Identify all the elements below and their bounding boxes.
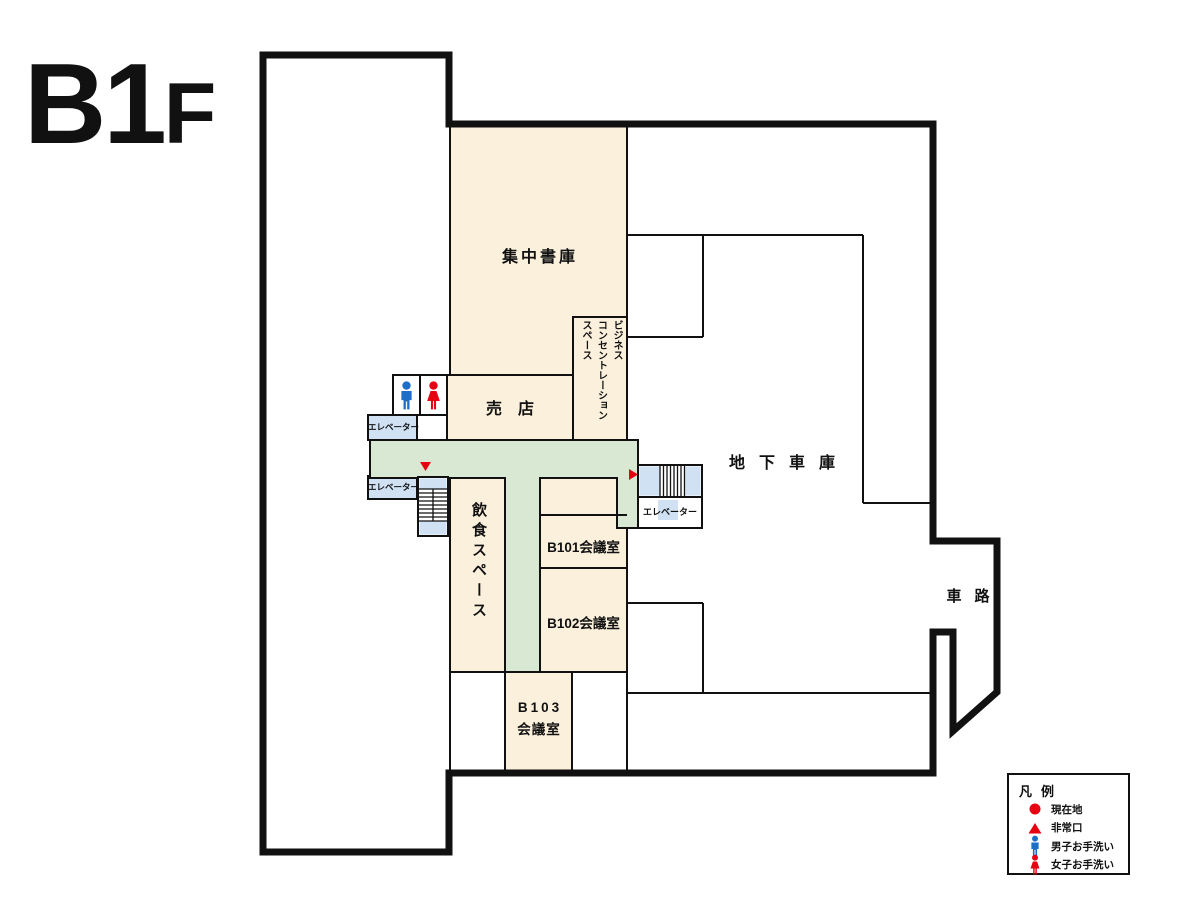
legend-item-label: 女子お手洗い bbox=[1051, 859, 1114, 872]
womens-restroom-icon bbox=[1019, 854, 1051, 876]
current-location-icon bbox=[1019, 801, 1051, 817]
elevator-west-upper-label: エレベーター bbox=[368, 422, 420, 432]
room-garage-label: 地下車庫 bbox=[728, 455, 849, 472]
building-outline bbox=[259, 51, 1001, 856]
bcs-label-line3: スペース bbox=[580, 320, 591, 360]
elevator-west-lower-label: エレベーター bbox=[368, 482, 420, 492]
legend-item-label: 男子お手洗い bbox=[1051, 840, 1114, 853]
emergency-exit-east-icon bbox=[629, 469, 638, 480]
room-shop bbox=[446, 374, 574, 441]
west-staircase bbox=[417, 476, 449, 537]
bcs-label-line1: ビジネス bbox=[611, 320, 622, 360]
floor-title-main: B1 bbox=[24, 41, 167, 168]
room-bottom-left bbox=[449, 671, 506, 773]
emergency-exit-icon bbox=[1019, 821, 1051, 835]
room-bottom-right bbox=[571, 671, 628, 773]
b103-label-line1: B103 bbox=[517, 700, 563, 715]
room-stacks-label: 集中書庫 bbox=[501, 249, 578, 266]
elevator-east-label: エレベーター bbox=[642, 507, 697, 517]
elevator-west-upper bbox=[367, 414, 418, 441]
legend-item-emergency-exit: 非常口 bbox=[1019, 819, 1122, 838]
legend-title: 凡例 bbox=[1019, 784, 1064, 799]
elevator-east bbox=[637, 496, 703, 529]
legend-item-current-location: 現在地 bbox=[1019, 800, 1122, 819]
meeting-room-b102-label: B102会議室 bbox=[547, 616, 620, 631]
meeting-room-b103 bbox=[504, 671, 573, 773]
garage-walls bbox=[626, 128, 931, 771]
meeting-room-b103-label: B103 会議室 bbox=[505, 697, 572, 742]
emergency-exit-west-icon bbox=[420, 462, 431, 471]
floor-title: B1F bbox=[24, 48, 217, 162]
legend-item-womens-restroom: 女子お手洗い bbox=[1019, 854, 1122, 876]
room-business-concentration-label: ビジネス コンセントレーション スペース bbox=[576, 320, 624, 438]
legend-item-mens-restroom: 男子お手洗い bbox=[1019, 835, 1122, 856]
legend-item-label: 非常口 bbox=[1051, 822, 1083, 835]
meeting-room-block bbox=[539, 477, 628, 673]
meeting-room-dividers bbox=[540, 514, 627, 569]
vehicle-ramp-label: 車路 bbox=[946, 588, 1003, 605]
b103-label-line2: 会議室 bbox=[517, 722, 561, 738]
legend-box: 凡例 現在地 非常口 男子お手洗い 女子お手洗い bbox=[1007, 773, 1130, 875]
east-staircase bbox=[637, 464, 703, 498]
legend-item-label: 現在地 bbox=[1051, 803, 1083, 816]
floor-title-suffix: F bbox=[163, 66, 217, 162]
room-shop-label: 売店 bbox=[485, 401, 550, 418]
room-dining-label: 飲食スペース bbox=[470, 502, 487, 622]
bcs-label-line2: コンセントレーション bbox=[595, 320, 607, 420]
meeting-room-b101-label: B101会議室 bbox=[547, 540, 620, 555]
